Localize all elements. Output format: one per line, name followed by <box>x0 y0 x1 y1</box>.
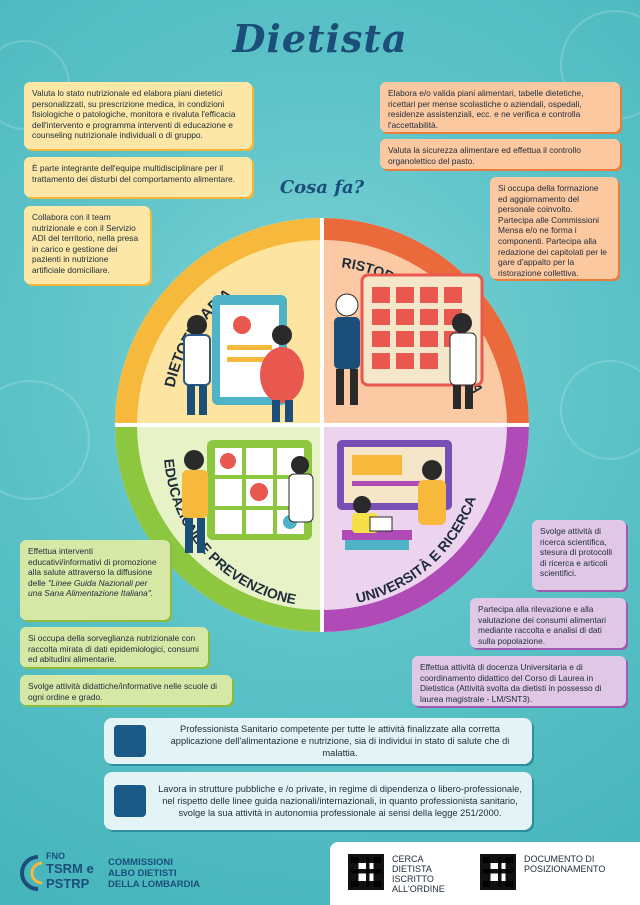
qr-panel: CERCA DIETISTA ISCRITTO ALL'ORDINE DOCUM… <box>330 842 640 905</box>
dietoterapia-illustration <box>183 295 304 422</box>
ristorazione-box-3: Si occupa della formazione ed aggiorname… <box>490 177 618 279</box>
fno-logo-mark <box>20 855 43 891</box>
qr-label-documento-line-1: DOCUMENTO DI <box>524 854 595 864</box>
ristorazione-box-2: Valuta la sicurezza alimentare ed effett… <box>380 139 620 169</box>
universita-box-1: Svolge attività di ricerca scientifica, … <box>532 520 626 590</box>
info-text-lavoro: Lavora in strutture pubbliche e /o priva… <box>158 784 522 818</box>
educazione-box-3: Svolge attività didattiche/informative n… <box>20 675 232 705</box>
educazione-box-2: Si occupa della sorveglianza nutrizional… <box>20 627 208 667</box>
background-doodle <box>0 380 90 500</box>
professional-icon <box>114 725 146 757</box>
background-doodle <box>560 360 640 460</box>
info-box-professionista: Professionista Sanitario competente per … <box>104 718 532 764</box>
qr-code-cerca-dietista[interactable] <box>348 854 384 890</box>
qr-label-cerca-line-4: ALL'ORDINE <box>392 884 445 894</box>
logo-tsrm: TSRM e <box>46 861 94 876</box>
qr-label-cerca-line-3: ISCRITTO <box>392 874 434 884</box>
footer: FNO TSRM e PSTRP COMMISSIONI ALBO DIETIS… <box>0 835 640 905</box>
educazione-illustration <box>182 440 314 553</box>
qr-label-documento: DOCUMENTO DI POSIZIONAMENTO <box>524 854 605 874</box>
qr-label-documento-line-2: POSIZIONAMENTO <box>524 864 606 874</box>
dietoterapia-box-3: Collabora con il team nutrizionale e con… <box>24 206 150 284</box>
qr-label-cerca-line-1: CERCA <box>392 854 424 864</box>
workplace-icon <box>114 785 146 817</box>
commission-line-1: COMMISSIONI <box>108 857 173 868</box>
qr-label-cerca: CERCA DIETISTA ISCRITTO ALL'ORDINE <box>392 854 445 894</box>
universita-illustration <box>337 440 452 550</box>
educazione-box-1: Effettua interventi educativi/informativ… <box>20 540 170 620</box>
cosa-fa-heading: Cosa fa? <box>279 177 365 198</box>
ristorazione-box-1: Elabora e/o valida piani alimentari, tab… <box>380 82 620 132</box>
educazione-box-1-text: Effettua interventi educativi/informativ… <box>28 546 157 588</box>
info-text-professionista: Professionista Sanitario competente per … <box>170 724 510 758</box>
dietoterapia-box-2: È parte integrante dell'equipe multidisc… <box>24 157 252 197</box>
commission-line-2: ALBO DIETISTI <box>108 868 177 879</box>
commission-line-3: DELLA LOMBARDIA <box>108 879 200 890</box>
qr-label-cerca-line-2: DIETISTA <box>392 864 432 874</box>
activity-wheel: DIETOTERAPIA RISTORAZIONE COLLETTIVA EDU… <box>115 218 529 632</box>
dietoterapia-box-1: Valuta lo stato nutrizionale ed elabora … <box>24 82 252 149</box>
logo-fno: FNO <box>46 851 65 861</box>
universita-box-2: Partecipa alla rilevazione e alla valuta… <box>470 598 626 648</box>
qr-code-documento[interactable] <box>480 854 516 890</box>
page-title: Dietista <box>232 16 408 61</box>
logo-pstrp: PSTRP <box>46 876 90 891</box>
ristorazione-illustration <box>334 273 484 409</box>
info-box-lavoro: Lavora in strutture pubbliche e /o priva… <box>104 772 532 830</box>
linee-guida-title: "Linee Guida Nazionali per una Sana Alim… <box>28 577 154 599</box>
universita-box-3: Effettua attività di docenza Universitar… <box>412 656 626 706</box>
commission-name: COMMISSIONI ALBO DIETISTI DELLA LOMBARDI… <box>108 857 200 890</box>
